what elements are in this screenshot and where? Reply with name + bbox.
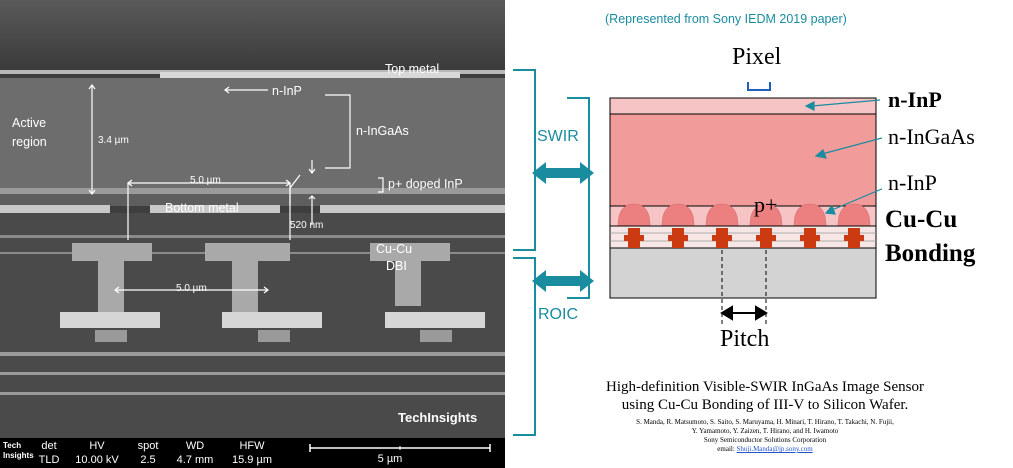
info-det-value: TLD (38, 454, 60, 466)
scale-bar-label: 5 µm (377, 453, 403, 465)
swir-double-arrow-icon (532, 162, 594, 184)
silicon-layer (609, 247, 877, 299)
n-inp-layer (609, 97, 877, 115)
info-hv-head: HV (89, 440, 105, 452)
info-hv-value: 10.00 kV (75, 454, 119, 466)
info-hfw-value: 15.9 µm (232, 454, 272, 466)
info-spot-value: 2.5 (140, 454, 156, 466)
pitch-top-label: 5.0 µm (190, 175, 221, 186)
side-brackets (513, 69, 590, 436)
pitch-label: Pitch (720, 326, 770, 352)
n-ingaas-label: n-InGaAs (888, 124, 975, 149)
n-inp-mid-label: n-InP (888, 170, 937, 195)
email-link[interactable]: Shuji.Manda@jp.sony.com (736, 445, 813, 453)
info-hfw-head: HFW (239, 440, 265, 452)
cucu-label: Cu-Cu (376, 242, 413, 256)
affiliation: Sony Semiconductor Solutions Corporation (703, 436, 827, 444)
paper-title-line1: High-definition Visible-SWIR InGaAs Imag… (606, 379, 924, 395)
cucu-pads (624, 228, 864, 248)
cucu-bonding-label-line2: Bonding (885, 240, 976, 267)
cucu-bonding-label-line1: Cu-Cu (885, 206, 958, 233)
paper-title: High-definition Visible-SWIR InGaAs Imag… (530, 378, 1000, 414)
p-plus-label: p+ (754, 192, 778, 217)
n-inp-label: n-InP (272, 84, 302, 98)
info-wd-head: WD (185, 440, 205, 452)
authors-line2: Y. Yamamoto, Y. Zaizen, T. Hirano, and H… (691, 427, 839, 435)
sem-image (0, 0, 505, 438)
email-line: email: Shuji.Manda@jp.sony.com (717, 445, 813, 453)
watermark: TechInsights (398, 410, 478, 425)
layer-stack (609, 82, 882, 326)
info-det-head: det (41, 440, 57, 452)
roic-label: ROIC (538, 306, 578, 323)
source-note: (Represented from Sony IEDM 2019 paper) (605, 12, 847, 26)
info-spot-head: spot (137, 440, 159, 452)
dbi-label: DBI (386, 259, 407, 273)
scale-bar (309, 444, 491, 452)
pitch-bottom-label: 5.0 µm (176, 283, 207, 294)
depth-label: 520 nm (290, 220, 324, 231)
paper-authors: S. Manda, R. Matsumoto, S. Saito, S. Mar… (530, 418, 1000, 454)
p-plus-implants (617, 203, 871, 227)
authors-line1: S. Manda, R. Matsumoto, S. Saito, S. Mar… (636, 418, 894, 426)
n-inp-top-label: n-InP (888, 87, 942, 112)
active-region-label: Active region (12, 116, 47, 149)
swir-label: SWIR (537, 128, 579, 145)
info-wd-value: 4.7 mm (176, 454, 214, 466)
p-doped-inp-label: p+ doped InP (388, 177, 463, 191)
bottom-metal-label: Bottom metal (165, 201, 239, 215)
thickness-label: 3.4 µm (98, 135, 129, 146)
pixel-brace (747, 82, 771, 91)
paper-title-line2: using Cu-Cu Bonding of III-V to Silicon … (621, 397, 909, 413)
n-ingaas-layer (609, 113, 877, 207)
top-metal-label: Top metal (385, 62, 440, 76)
roic-double-arrow-icon (532, 270, 594, 292)
sem-cross-section: Top metal n-InP Active region 3.4 µm n-I… (0, 0, 505, 468)
pixel-label: Pixel (732, 44, 782, 70)
n-ingaas-label: n-InGaAs (356, 124, 409, 138)
